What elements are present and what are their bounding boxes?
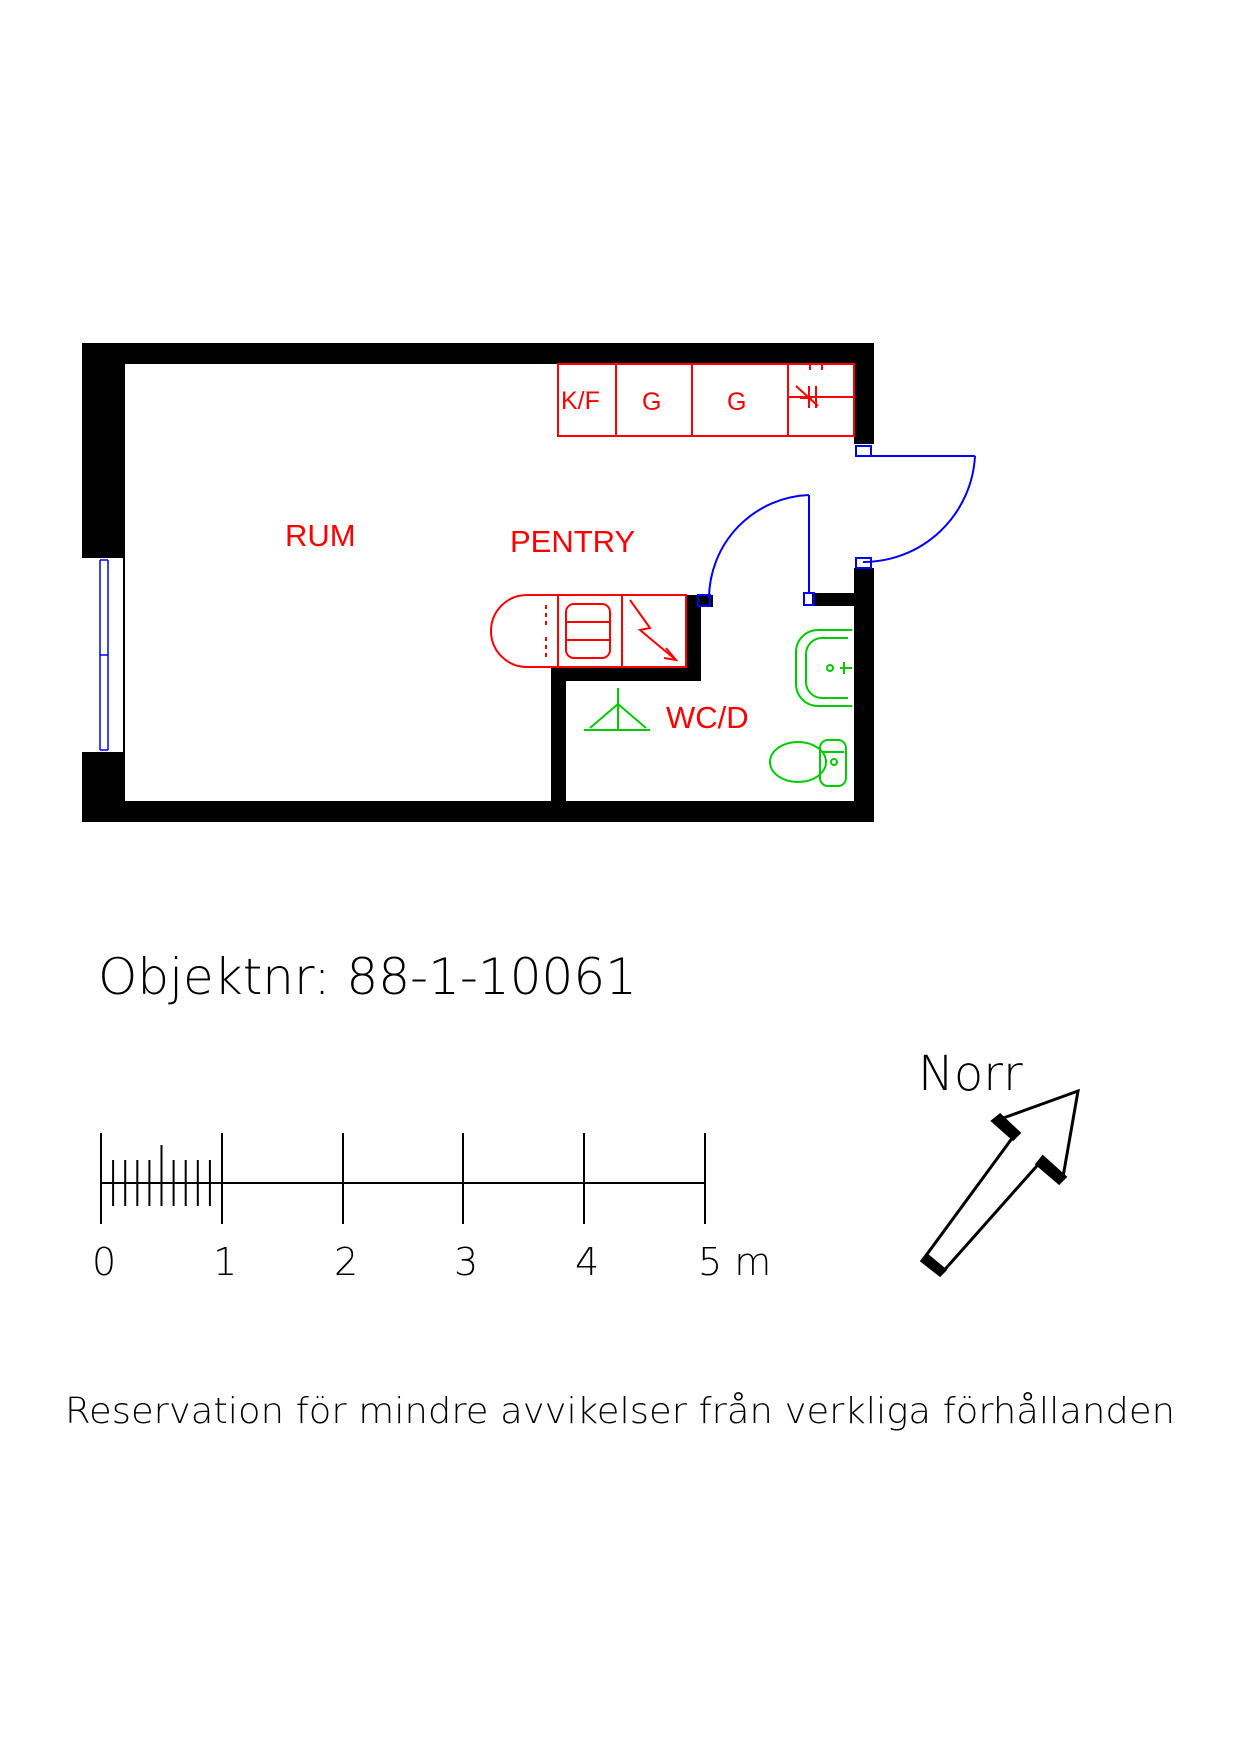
kitchen-counter (557, 363, 855, 437)
stove-sink-counter (490, 594, 687, 668)
scale-labels: 0 1 2 3 4 5 m (92, 1240, 771, 1284)
door-wc (697, 494, 815, 607)
wall-wc-left (551, 667, 566, 812)
disclaimer: Reservation för mindre avvikelser från v… (65, 1391, 1175, 1432)
scale-bar (100, 1133, 706, 1224)
north-label: Norr (918, 1046, 1023, 1102)
room-label-wc: WC/D (666, 700, 749, 735)
scale-label-1: 1 (213, 1240, 237, 1284)
room-label-rum: RUM (285, 518, 356, 553)
door-entrance (855, 445, 976, 569)
fixture-label-fridge: K/F (561, 387, 600, 415)
scale-label-4: 4 (575, 1240, 599, 1284)
fixture-label-cabinet-1: G (642, 388, 661, 416)
room-label-pentry: PENTRY (510, 524, 635, 559)
north-arrow-icon (919, 1088, 1080, 1278)
wall-stub-right (812, 593, 874, 606)
window (84, 558, 125, 752)
wall-stub-top-left (686, 595, 713, 607)
floor-drain (584, 688, 650, 731)
object-number: Objektnr: 88-1-10061 (98, 948, 637, 1006)
wall-bottom (82, 801, 874, 822)
scale-minor-ticks (112, 1145, 211, 1206)
scale-label-0: 0 (92, 1240, 116, 1284)
walls (82, 343, 874, 822)
water-heater-symbol (795, 385, 819, 408)
wall-left-upper (82, 343, 125, 558)
toilet (769, 739, 847, 787)
wash-basin (795, 629, 852, 707)
scale-label-2: 2 (334, 1240, 358, 1284)
wall-top (82, 343, 874, 364)
scale-label-3: 3 (454, 1240, 478, 1284)
wall-right-lower (854, 568, 874, 822)
wall-wc-top (551, 667, 701, 681)
fixture-label-cabinet-2: G (727, 388, 746, 416)
wall-right-upper (854, 343, 874, 444)
scale-label-5: 5 m (698, 1240, 771, 1284)
wall-pentry-stub (686, 595, 701, 681)
